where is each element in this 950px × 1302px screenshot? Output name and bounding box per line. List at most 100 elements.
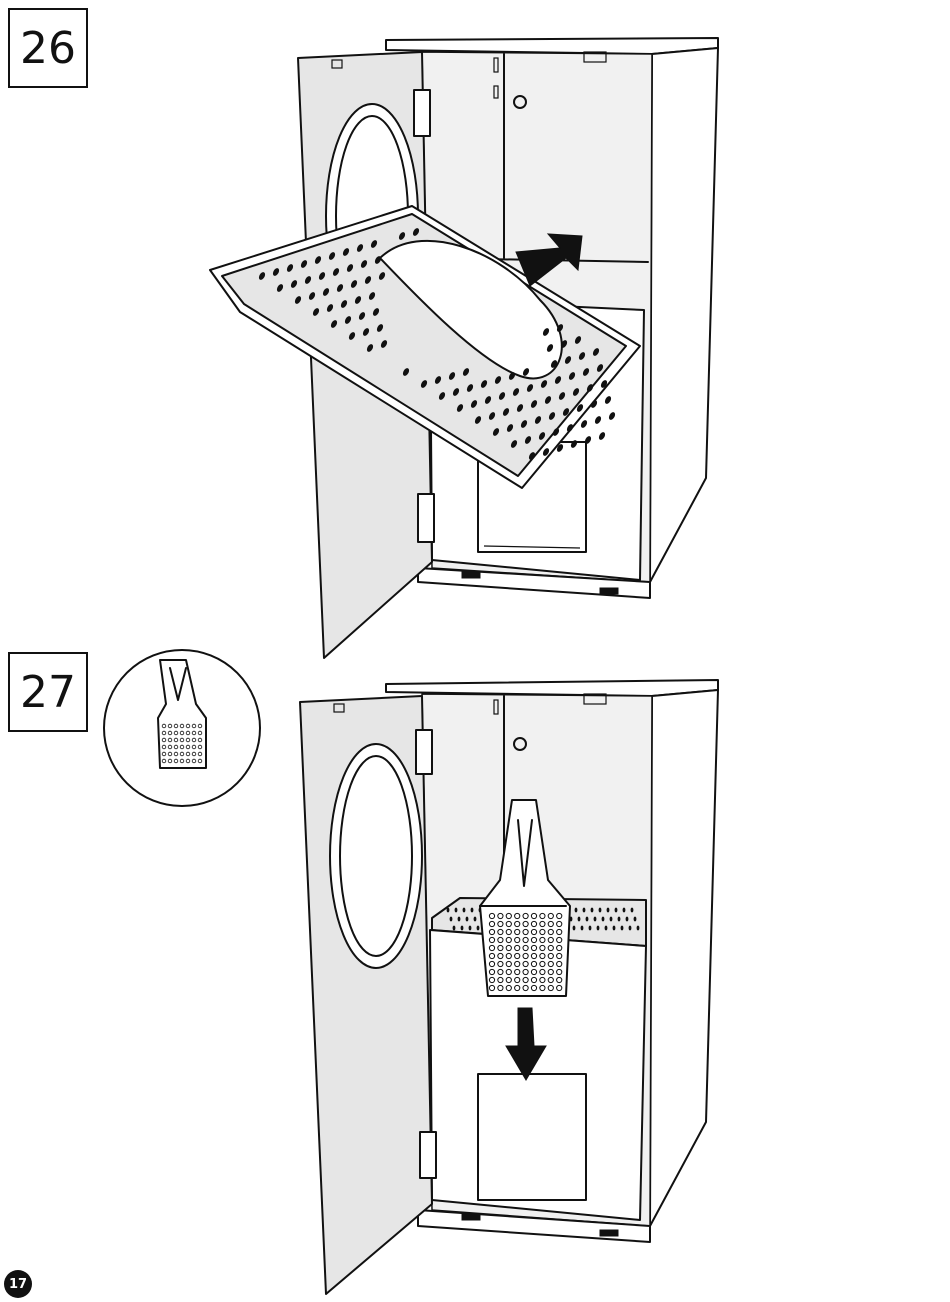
scoop-hole	[557, 937, 562, 942]
scoop-hole	[162, 724, 166, 728]
scoop-hole	[198, 759, 202, 763]
scoop-hole	[557, 961, 562, 966]
scoop-hole	[489, 945, 494, 950]
scoop-hole	[180, 759, 184, 763]
scoop-hole	[515, 961, 520, 966]
grate-slot	[583, 908, 586, 913]
scoop-hole	[174, 731, 178, 735]
grate-slot	[591, 908, 594, 913]
scoop-hole	[515, 929, 520, 934]
scoop-hole	[531, 921, 536, 926]
scoop-hole	[506, 945, 511, 950]
scoop-hole	[186, 731, 190, 735]
scoop-hole	[548, 977, 553, 982]
scoop-hole	[186, 759, 190, 763]
grate-slot	[610, 917, 613, 922]
scoop-hole	[489, 937, 494, 942]
scoop-hole	[192, 738, 196, 742]
scoop-hole	[548, 953, 553, 958]
grate-slot	[613, 926, 616, 931]
scoop-hole	[489, 961, 494, 966]
scoop-hole	[489, 913, 494, 918]
scoop-hole	[489, 969, 494, 974]
scoop-hole	[162, 731, 166, 735]
scoop-hole	[515, 969, 520, 974]
scoop-hole	[515, 985, 520, 990]
scoop-hole	[557, 977, 562, 982]
scoop-hole	[531, 945, 536, 950]
scoop-hole	[198, 738, 202, 742]
grate-slot	[631, 908, 634, 913]
grate-slot	[581, 926, 584, 931]
scoop-hole	[540, 913, 545, 918]
scoop-hole	[548, 913, 553, 918]
scoop-hole	[489, 929, 494, 934]
grate-slot	[466, 917, 469, 922]
scoop-hole	[531, 913, 536, 918]
scoop-hole	[498, 929, 503, 934]
scoop-hole	[523, 929, 528, 934]
grate-slot	[629, 926, 632, 931]
scoop-hole	[540, 921, 545, 926]
scoop-hole	[540, 945, 545, 950]
scoop-hole	[168, 738, 172, 742]
scoop-hole	[506, 977, 511, 982]
scoop-hole	[548, 945, 553, 950]
scoop-hole	[531, 961, 536, 966]
scoop-hole	[531, 929, 536, 934]
scoop-hole	[192, 745, 196, 749]
grate-slot	[623, 908, 626, 913]
scoop-hole	[523, 977, 528, 982]
grate-slot	[455, 908, 458, 913]
scoop-hole	[523, 969, 528, 974]
step-27-illustration	[104, 650, 718, 1294]
scoop-hole	[498, 945, 503, 950]
scoop-hole	[489, 921, 494, 926]
grate-slot	[589, 926, 592, 931]
scoop-hole	[198, 745, 202, 749]
scoop-hole	[506, 969, 511, 974]
scoop-hole	[531, 969, 536, 974]
scoop-hole	[498, 937, 503, 942]
scoop-hole	[162, 745, 166, 749]
grate-slot	[471, 908, 474, 913]
scoop-hole	[515, 937, 520, 942]
scoop-hole	[540, 985, 545, 990]
scoop-hole	[498, 985, 503, 990]
grate-slot	[573, 926, 576, 931]
grate-slot	[578, 917, 581, 922]
scoop-hole	[506, 985, 511, 990]
scoop-hole	[523, 945, 528, 950]
scoop-hole	[523, 953, 528, 958]
scoop-hole	[489, 953, 494, 958]
grate-slot	[621, 926, 624, 931]
scoop-hole	[186, 738, 190, 742]
grate-slot	[477, 926, 480, 931]
scoop-hole	[515, 945, 520, 950]
scoop-hole	[515, 921, 520, 926]
scoop-hole	[540, 961, 545, 966]
scoop-hole	[531, 937, 536, 942]
scoop-hole	[557, 945, 562, 950]
grate-slot	[615, 908, 618, 913]
scoop-hole	[557, 953, 562, 958]
grate-slot	[626, 917, 629, 922]
hinge-bottom	[420, 1132, 436, 1178]
scoop-hole	[174, 759, 178, 763]
scoop-hole	[523, 913, 528, 918]
hinge-top	[414, 90, 430, 136]
scoop-hole	[180, 738, 184, 742]
door-porthole	[330, 744, 422, 968]
scoop-hole	[498, 977, 503, 982]
grate-slot	[597, 926, 600, 931]
scoop-hole	[180, 752, 184, 756]
scoop-hole	[523, 985, 528, 990]
scoop-hole	[498, 961, 503, 966]
scoop-hole	[174, 752, 178, 756]
grate-slot	[474, 917, 477, 922]
scoop-hole	[515, 953, 520, 958]
grate-slot	[607, 908, 610, 913]
scoop-hole	[162, 738, 166, 742]
scoop-hole	[557, 985, 562, 990]
scoop-hole	[548, 937, 553, 942]
